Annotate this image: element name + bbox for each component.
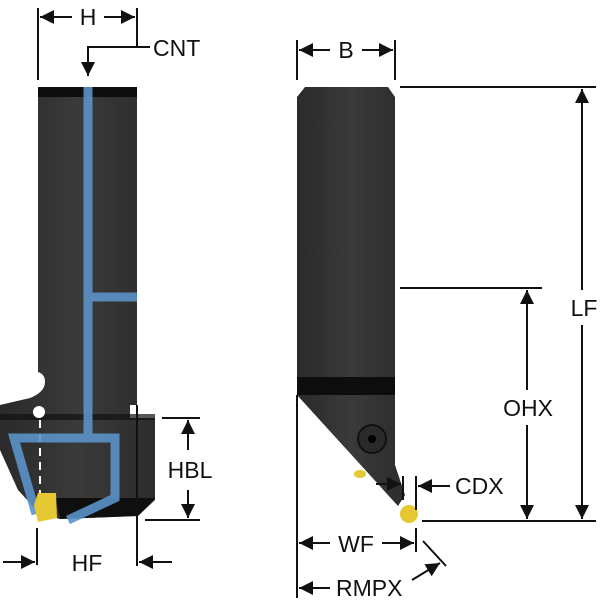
right-insert-tip [400,505,418,523]
dimension-cnt: CNT [81,35,200,76]
left-insert [34,493,57,522]
left-tool-view [0,87,155,525]
label-b: B [338,37,353,63]
left-hole [33,406,45,418]
right-band [297,377,395,395]
dimension-wf: WF [296,395,417,598]
screw-socket [368,435,376,443]
label-wf: WF [338,531,374,557]
coolant-channel [8,87,137,525]
right-insert-rear [354,470,366,478]
label-cnt: CNT [153,35,200,61]
label-lf-backing [568,295,600,321]
dimension-ohx: OHX [400,287,553,519]
label-rmpx: RMPX [336,575,402,600]
left-head-band [0,414,155,420]
label-cdx: CDX [455,473,504,499]
label-ohx: OHX [503,395,553,421]
label-hbl: HBL [168,457,213,483]
dimension-hbl: HBL [145,417,213,521]
dimension-hf: HF [3,405,172,576]
dimension-rmpx: RMPX [299,540,447,600]
dimension-b: B [296,37,396,80]
dimension-cdx: CDX [376,473,504,510]
right-tool-view [297,87,418,523]
dimension-lf: LF [400,86,600,522]
label-hf: HF [72,550,103,576]
dimension-h: H [37,4,138,80]
right-shank-body [297,87,405,506]
label-h: H [80,4,97,30]
label-lf: LF [571,295,598,321]
